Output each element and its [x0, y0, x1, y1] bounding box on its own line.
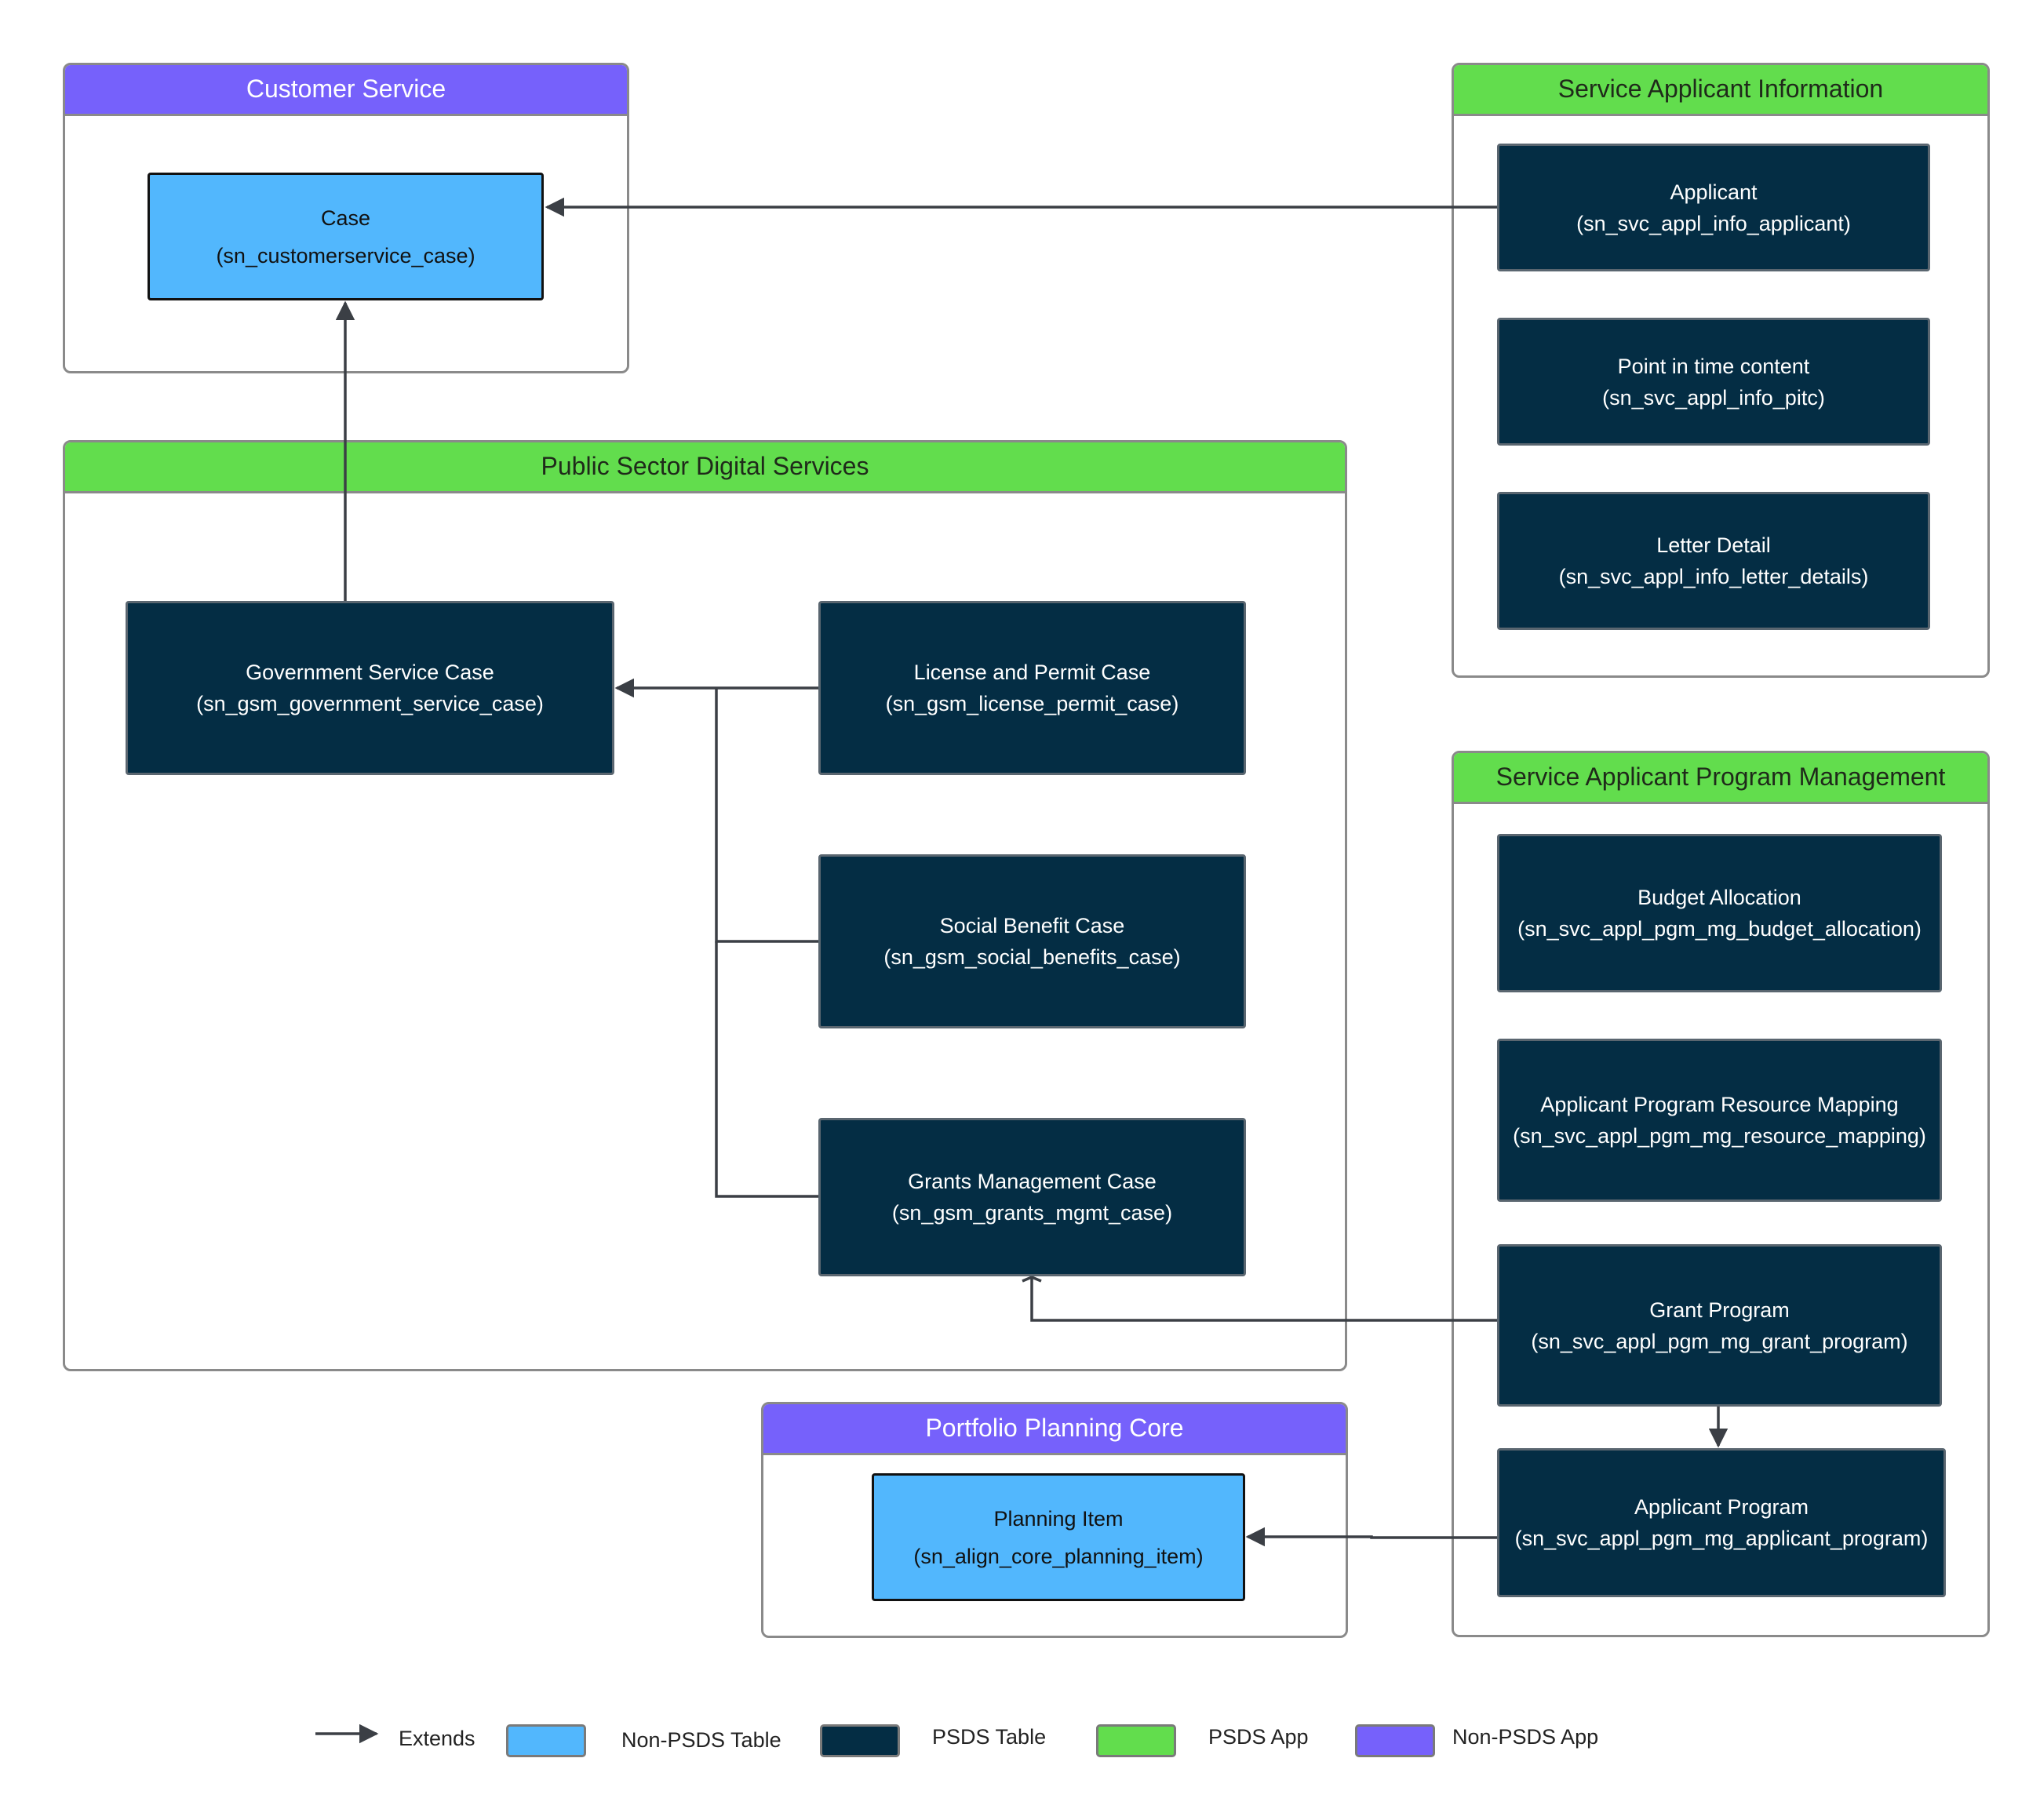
node-grants-management-case[interactable]: Grants Management Case (sn_gsm_grants_mg… — [818, 1118, 1246, 1276]
legend-psds-table-label: PSDS Table — [932, 1725, 1047, 1749]
node-license-case-table: (sn_gsm_license_permit_case) — [885, 692, 1179, 715]
node-license-permit-case[interactable]: License and Permit Case (sn_gsm_license_… — [818, 601, 1246, 775]
node-grant-program-name: Grant Program — [1649, 1298, 1790, 1322]
node-social-case-table: (sn_gsm_social_benefits_case) — [883, 945, 1181, 969]
node-applicant-program-resource-mapping[interactable]: Applicant Program Resource Mapping (sn_s… — [1497, 1039, 1942, 1202]
node-grant-program-table: (sn_svc_appl_pgm_mg_grant_program) — [1531, 1329, 1908, 1353]
node-budget-table: (sn_svc_appl_pgm_mg_budget_allocation) — [1517, 917, 1922, 941]
group-public-sector-digital-services-title: Public Sector Digital Services — [65, 442, 1345, 493]
node-letter-table: (sn_svc_appl_info_letter_details) — [1558, 565, 1869, 588]
node-pitc-name: Point in time content — [1617, 354, 1810, 378]
node-letter-name: Letter Detail — [1656, 533, 1771, 557]
node-applicant-program-table: (sn_svc_appl_pgm_mg_applicant_program) — [1514, 1527, 1929, 1550]
legend-non-psds-app-swatch — [1355, 1724, 1435, 1757]
node-planning-name: Planning Item — [993, 1506, 1124, 1531]
node-case-name: Case — [320, 206, 371, 230]
node-planning-table: (sn_align_core_planning_item) — [913, 1544, 1204, 1568]
node-budget-name: Budget Allocation — [1637, 886, 1801, 909]
node-gov-case-name: Government Service Case — [246, 661, 494, 684]
node-applicant-program[interactable]: Applicant Program (sn_svc_appl_pgm_mg_ap… — [1497, 1448, 1946, 1597]
node-gov-case-table: (sn_gsm_government_service_case) — [196, 692, 544, 715]
node-pitc-table: (sn_svc_appl_info_pitc) — [1602, 385, 1825, 410]
legend-non-psds-app-label: Non-PSDS App — [1452, 1725, 1599, 1749]
node-applicant-table: (sn_svc_appl_info_applicant) — [1576, 211, 1851, 235]
legend-non-psds-table-label: Non-PSDS Table — [621, 1728, 781, 1752]
node-planning-item[interactable]: Planning Item (sn_align_core_planning_it… — [872, 1473, 1245, 1601]
connector-grant-program-to-grants-case — [1030, 1277, 1499, 1322]
node-resource-table: (sn_svc_appl_pgm_mg_resource_mapping) — [1513, 1124, 1926, 1148]
node-applicant-name: Applicant — [1670, 180, 1758, 204]
node-social-benefit-case[interactable]: Social Benefit Case (sn_gsm_social_benef… — [818, 854, 1246, 1028]
legend-psds-app-swatch — [1096, 1724, 1176, 1757]
group-service-applicant-program-management-title: Service Applicant Program Management — [1454, 753, 1987, 804]
group-service-applicant-information-title: Service Applicant Information — [1454, 65, 1987, 116]
node-budget-allocation[interactable]: Budget Allocation (sn_svc_appl_pgm_mg_bu… — [1497, 834, 1942, 992]
connector-social-to-gov-case — [715, 688, 818, 943]
node-social-case-name: Social Benefit Case — [939, 914, 1125, 937]
node-case[interactable]: Case (sn_customerservice_case) — [148, 173, 544, 300]
crowfoot-grants-case — [1022, 1276, 1042, 1283]
node-letter-detail[interactable]: Letter Detail (sn_svc_appl_info_letter_d… — [1497, 492, 1930, 630]
connector-applicant-program-to-planning-item — [1245, 1527, 1499, 1547]
group-portfolio-planning-core-title: Portfolio Planning Core — [763, 1404, 1346, 1455]
node-resource-name: Applicant Program Resource Mapping — [1540, 1093, 1899, 1116]
node-case-table: (sn_customerservice_case) — [216, 243, 475, 268]
legend-psds-app-label: PSDS App — [1208, 1725, 1309, 1749]
legend-non-psds-table-swatch — [506, 1724, 586, 1757]
connector-grants-to-gov-case — [715, 941, 818, 1198]
group-customer-service-title: Customer Service — [65, 65, 627, 116]
node-applicant[interactable]: Applicant (sn_svc_appl_info_applicant) — [1497, 144, 1930, 271]
legend-psds-table-swatch — [820, 1724, 900, 1757]
node-point-in-time-content[interactable]: Point in time content (sn_svc_appl_info_… — [1497, 318, 1930, 446]
node-grants-case-name: Grants Management Case — [908, 1170, 1157, 1193]
node-grant-program[interactable]: Grant Program (sn_svc_appl_pgm_mg_grant_… — [1497, 1244, 1942, 1407]
node-grants-case-table: (sn_gsm_grants_mgmt_case) — [891, 1201, 1173, 1225]
node-government-service-case[interactable]: Government Service Case (sn_gsm_governme… — [126, 601, 614, 775]
node-license-case-name: License and Permit Case — [913, 661, 1151, 684]
node-applicant-program-name: Applicant Program — [1634, 1495, 1809, 1519]
legend-extends-label: Extends — [399, 1727, 475, 1750]
